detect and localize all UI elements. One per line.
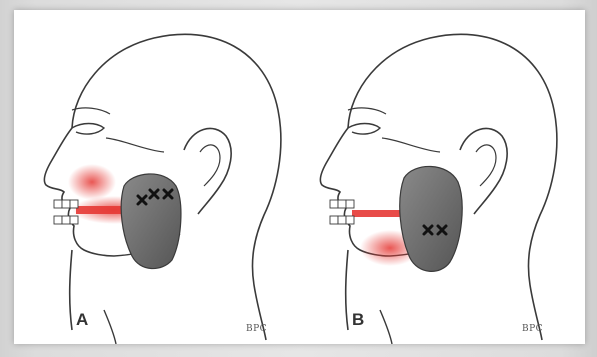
figure-a: A BPC bbox=[14, 10, 300, 344]
head-illustration-a bbox=[14, 10, 300, 344]
masseter-muscle bbox=[400, 166, 462, 271]
eye bbox=[72, 124, 104, 135]
panel-label-b: B bbox=[352, 310, 364, 330]
teeth bbox=[330, 200, 354, 224]
illustration-panel: A BPC bbox=[14, 10, 585, 344]
artist-signature-a: BPC bbox=[246, 324, 267, 334]
artist-signature-b: BPC bbox=[522, 324, 543, 334]
head-illustration-b bbox=[300, 10, 585, 344]
ear bbox=[184, 128, 231, 214]
ear bbox=[460, 128, 507, 214]
panel-label-a: A bbox=[76, 310, 88, 330]
figure-b: B BPC bbox=[300, 10, 585, 344]
referred-pain-zone-upper bbox=[68, 164, 116, 200]
eye bbox=[348, 124, 380, 135]
neck-front bbox=[346, 250, 348, 330]
neck-front bbox=[70, 250, 72, 330]
